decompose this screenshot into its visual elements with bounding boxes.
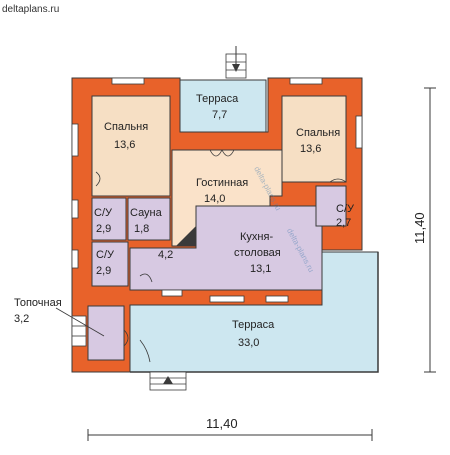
kitchen-area: 13,1 — [250, 263, 271, 275]
terrace-top-name: Терраса — [196, 93, 239, 105]
sauna-area: 1,8 — [134, 223, 149, 235]
bath-left-upper-name: С/У — [94, 207, 113, 219]
dimension-height — [424, 87, 436, 373]
bedroom-right-area: 13,6 — [300, 143, 321, 155]
side-stairs-left — [71, 315, 87, 347]
terrace-railing — [130, 252, 379, 373]
windows — [71, 77, 363, 303]
boiler-floor — [87, 305, 125, 361]
boiler-leader — [55, 307, 105, 337]
bedroom-left-floor — [91, 95, 171, 197]
bedroom-left-area: 13,6 — [114, 139, 135, 151]
bath-right-floor — [315, 185, 347, 227]
sauna-floor — [127, 197, 171, 241]
kitchen-name-1: Кухня- — [240, 231, 273, 243]
bath-left-lower-area: 2,9 — [96, 265, 111, 277]
dimension-width — [87, 429, 373, 441]
bath-left-upper-floor — [91, 197, 127, 241]
hall-area: 4,2 — [158, 249, 173, 261]
terrace-bottom-area: 33,0 — [238, 337, 259, 349]
bath-right-name: С/У — [336, 203, 355, 215]
boiler-area: 3,2 — [14, 313, 29, 325]
bath-left-lower-floor — [91, 241, 129, 287]
terrace-top-floor — [179, 79, 267, 133]
stove-corner — [176, 226, 196, 246]
kitchen-name-2: столовая — [234, 247, 281, 259]
living-area: 14,0 — [204, 193, 225, 205]
dimension-width-label: 11,40 — [206, 416, 238, 431]
entrance-arrow-icon — [163, 376, 173, 384]
bath-left-lower-name: С/У — [96, 249, 115, 261]
terrace-top-area: 7,7 — [212, 109, 227, 121]
dimension-height-label: 11,40 — [412, 212, 427, 244]
bedroom-left-name: Спальня — [104, 121, 148, 133]
doors — [95, 149, 347, 363]
sauna-name: Сауна — [130, 207, 163, 219]
top-arrow-icon — [232, 64, 240, 72]
site-label[interactable]: deltaplans.ru — [2, 4, 59, 15]
terrace-bottom-name: Терраса — [232, 319, 275, 331]
bedroom-right-floor — [281, 95, 347, 183]
bath-right-area: 2,7 — [336, 217, 351, 229]
bedroom-right-name: Спальня — [296, 127, 340, 139]
bath-left-upper-area: 2,9 — [96, 223, 111, 235]
living-name: Гостинная — [196, 177, 248, 189]
boiler-name: Топочная — [14, 297, 62, 309]
